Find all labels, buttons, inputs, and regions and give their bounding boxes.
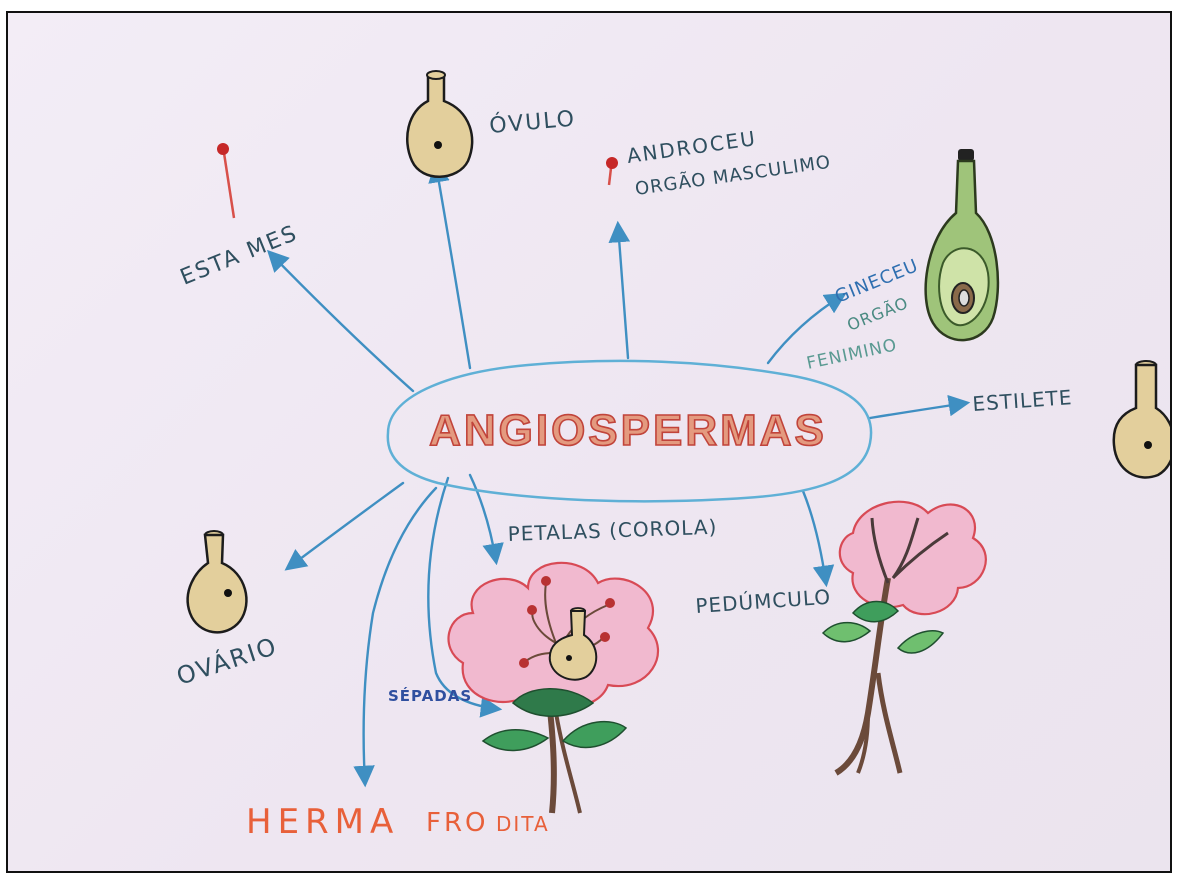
arrow-to-ovulo xyxy=(436,165,470,368)
flower-with-stamens-icon xyxy=(449,563,658,813)
hermafrodita-label: HERMA FRO DITA xyxy=(246,802,550,842)
arrow-to-estilete xyxy=(870,403,966,418)
style-icon xyxy=(1114,361,1172,477)
ovulo-branch: ÓVULO xyxy=(407,71,577,177)
label-ovario: OVÁRIO xyxy=(173,631,281,691)
label-gineceu-line1: GINECEU xyxy=(832,255,922,308)
connector-arrows xyxy=(270,165,966,783)
gineceu-branch: GINECEU ORGÃO FENIMINO xyxy=(805,149,998,374)
ovule-icon xyxy=(407,71,472,177)
arrow-to-hermafrodita xyxy=(364,488,436,783)
label-estilete: ESTILETE xyxy=(972,385,1074,416)
androceu-branch: ANDROCEU ORGÃO MASCULIMO xyxy=(606,126,832,200)
arrow-to-estames xyxy=(270,253,413,391)
arrow-to-pedunculo xyxy=(803,491,826,583)
pistil-icon xyxy=(926,149,998,340)
estilete-branch: ESTILETE xyxy=(972,361,1172,477)
label-hermafrodita-part1: HERMA xyxy=(246,802,399,842)
estames-branch: ESTA MES xyxy=(177,143,302,291)
ovary-icon xyxy=(188,531,247,632)
concept-map: ANGIOSPERMAS ESTA MES ÓVULO ANDROCEU ORG… xyxy=(8,13,1172,873)
stamen-small-icon xyxy=(606,157,618,185)
arrow-to-ovario xyxy=(288,483,403,568)
central-node: ANGIOSPERMAS xyxy=(388,361,871,501)
label-androceu-line1: ANDROCEU xyxy=(625,126,758,168)
label-sepalas: SÉPADAS xyxy=(388,686,472,705)
arrow-to-petalas xyxy=(470,475,496,561)
central-node-label: ANGIOSPERMAS xyxy=(429,406,827,455)
stamen-icon xyxy=(217,143,234,218)
label-ovulo: ÓVULO xyxy=(488,106,577,139)
label-petalas: PETALAS (COROLA) xyxy=(507,515,717,546)
arrow-to-androceu xyxy=(618,225,628,358)
pedunculo-branch: PEDÚMCULO xyxy=(695,502,986,773)
drawing-frame: ANGIOSPERMAS ESTA MES ÓVULO ANDROCEU ORG… xyxy=(6,11,1172,873)
label-gineceu-line3: FENIMINO xyxy=(805,335,899,374)
label-pedunculo: PEDÚMCULO xyxy=(695,585,832,618)
label-hermafrodita-part3: DITA xyxy=(496,812,550,836)
label-estames: ESTA MES xyxy=(177,221,302,291)
flower-tree-icon xyxy=(823,502,986,773)
label-hermafrodita-part2: FRO xyxy=(426,808,489,838)
petalas-branch: PETALAS (COROLA) xyxy=(449,515,718,813)
ovario-branch: OVÁRIO xyxy=(173,531,281,691)
